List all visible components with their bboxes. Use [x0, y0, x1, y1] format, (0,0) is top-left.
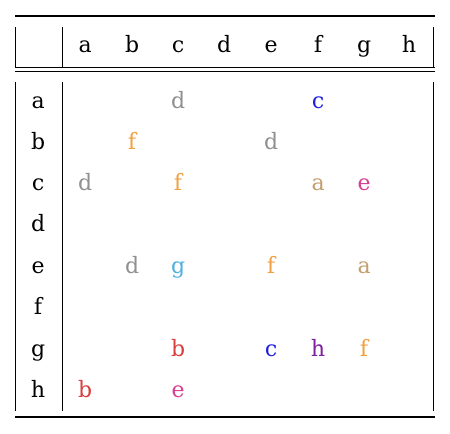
cell-g-g: f [359, 337, 369, 362]
label-divider-header [62, 27, 63, 67]
right-border-header [433, 27, 434, 67]
row-label-e: e [31, 254, 45, 279]
cell-c-g: e [357, 171, 371, 196]
cell-b-e: d [263, 130, 279, 155]
row-label-b: b [30, 130, 46, 155]
column-header-a: a [78, 33, 92, 58]
cell-g-c: b [170, 337, 186, 362]
cell-e-b: d [124, 254, 140, 279]
row-label-f: f [33, 295, 43, 320]
column-header-h: h [401, 33, 417, 58]
cell-c-a: d [77, 171, 93, 196]
row-label-h: h [30, 378, 46, 403]
column-header-g: g [356, 33, 372, 58]
cell-c-c: f [173, 171, 183, 196]
cell-g-f: h [310, 337, 326, 362]
cell-a-c: d [170, 89, 186, 114]
column-header-b: b [124, 33, 140, 58]
cell-h-a: b [77, 378, 93, 403]
row-label-c: c [31, 171, 45, 196]
left-border-body [15, 82, 16, 411]
header-rule-1 [15, 67, 435, 68]
column-header-e: e [264, 33, 278, 58]
bottom-rule [15, 416, 435, 418]
cell-a-f: c [311, 89, 325, 114]
label-divider-body [62, 82, 63, 411]
column-header-f: f [313, 33, 323, 58]
top-rule [15, 15, 435, 17]
right-border-body [433, 82, 434, 411]
cell-g-e: c [264, 337, 278, 362]
cell-h-c: e [171, 378, 185, 403]
cell-b-b: f [127, 130, 137, 155]
column-header-d: d [216, 33, 232, 58]
left-border-header [15, 27, 16, 67]
row-label-a: a [31, 89, 45, 114]
cell-c-f: a [311, 171, 325, 196]
row-label-g: g [30, 337, 46, 362]
cell-e-g: a [357, 254, 371, 279]
row-label-d: d [30, 212, 46, 237]
cell-e-c: g [170, 254, 186, 279]
cell-e-e: f [266, 254, 276, 279]
column-header-c: c [171, 33, 185, 58]
header-rule-2 [15, 71, 435, 72]
